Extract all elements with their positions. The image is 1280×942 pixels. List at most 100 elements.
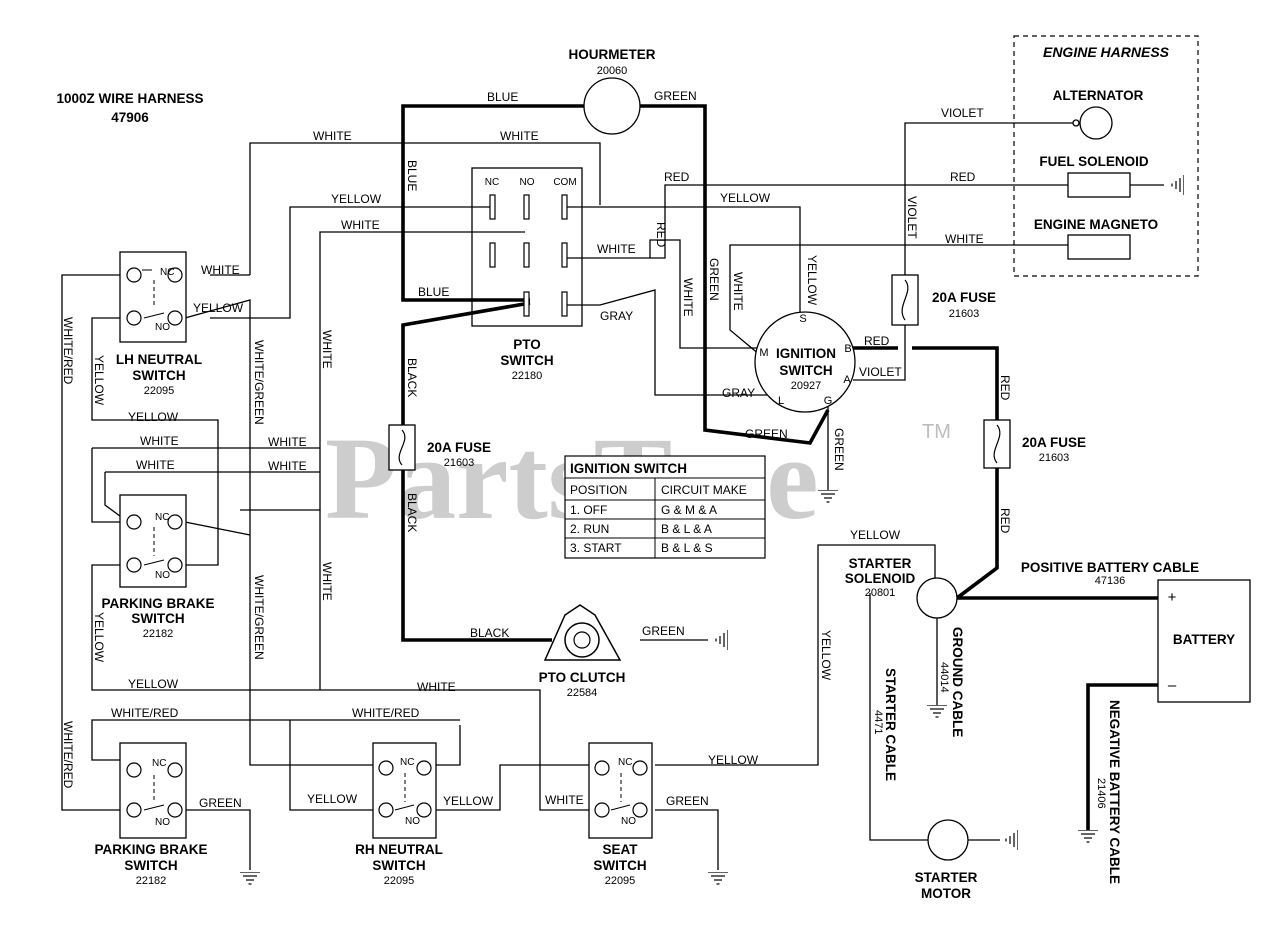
lh-nc: NC <box>160 267 174 278</box>
wire-red-fuse <box>912 346 999 420</box>
wire-label: WHITE <box>320 562 334 601</box>
wire-label: RED <box>664 170 690 184</box>
ign-term-g: G <box>824 395 833 407</box>
wire-black-top <box>401 301 531 425</box>
fuse-bat-element <box>993 424 1001 464</box>
pb1-no: NO <box>155 570 170 581</box>
wire-white-green <box>184 299 461 766</box>
ign-term-a: A <box>843 374 851 386</box>
wire-violet-a <box>853 325 906 381</box>
ignition-label1: IGNITION <box>776 346 836 361</box>
battery-label: BATTERY <box>1173 632 1235 647</box>
rh-label1: RH NEUTRAL <box>355 842 443 857</box>
alternator-terminal <box>1072 119 1080 127</box>
wire-label: WHITE <box>268 459 307 473</box>
wire-label: WHITE/GREEN <box>252 575 266 660</box>
pb1-nc: NC <box>155 512 169 523</box>
table-cell: B & L & S <box>661 541 713 555</box>
wire-yellow-pb <box>91 564 500 691</box>
wire-label: VIOLET <box>941 106 984 120</box>
wire-red-sol <box>955 468 999 600</box>
wire-label: RED <box>998 508 1012 534</box>
ground-symbol-sol <box>927 705 947 718</box>
wire-green-hm <box>640 104 830 445</box>
pto-clutch <box>543 604 622 661</box>
battery-minus: – <box>1168 677 1177 694</box>
wire-label: WHITE/RED <box>111 706 179 720</box>
table-cell: B & L & A <box>661 522 712 536</box>
pto-switch-label2: SWITCH <box>500 353 553 368</box>
table-cell: 3. START <box>570 541 622 555</box>
ign-term-m: M <box>759 347 768 359</box>
rh-neutral-switch <box>372 742 437 839</box>
solenoid-part: 20801 <box>865 587 896 599</box>
lh-no: NO <box>155 322 170 333</box>
wire-label: YELLOW <box>193 301 244 315</box>
hourmeter-part: 20060 <box>597 65 628 77</box>
ground-cable-label: GROUND CABLE <box>950 627 965 737</box>
wire-label: BLACK <box>405 493 419 532</box>
watermark-tm: TM <box>922 421 951 443</box>
wire-label: WHITE <box>681 278 695 317</box>
wire-label: WHITE <box>731 272 745 311</box>
solenoid-label1: STARTER <box>849 556 912 571</box>
ign-term-b: B <box>844 343 851 355</box>
pb2-nc: NC <box>152 758 166 769</box>
rh-part: 22095 <box>384 875 415 887</box>
wire-starter-cable <box>869 593 930 841</box>
wire-label: YELLOW <box>92 355 106 406</box>
wire-red-col <box>650 205 666 259</box>
lh-label1: LH NEUTRAL <box>116 352 202 367</box>
pto-no-label: NO <box>520 177 535 188</box>
wire-label: WHITE <box>201 263 240 277</box>
pto-clutch-label: PTO CLUTCH <box>539 670 626 685</box>
wire-red-fuel <box>664 184 1068 205</box>
wire-label: WHITE <box>268 435 307 449</box>
wire-label: GREEN <box>654 89 697 103</box>
parking-brake-switch-1 <box>119 494 187 588</box>
wire-label: YELLOW <box>819 630 833 681</box>
wire-label: WHITE <box>417 680 456 694</box>
wire-label: WHITE/RED <box>352 706 420 720</box>
solenoid-label2: SOLENOID <box>845 571 916 586</box>
wire-label: YELLOW <box>128 677 179 691</box>
wire-white-pto <box>240 231 525 511</box>
parking-brake-switch-2 <box>119 742 187 839</box>
wire-yellow-ign-s <box>567 206 801 315</box>
thin-wires <box>61 122 1073 870</box>
wire-green-seat <box>655 809 719 870</box>
wire-label: WHITE <box>500 129 539 143</box>
alternator-label: ALTERNATOR <box>1053 88 1144 103</box>
wire-labels: BLUE GREEN WHITE WHITE YELLOW WHITE RED … <box>111 89 984 810</box>
seat-switch <box>588 742 653 839</box>
fuse-pto-part: 21603 <box>444 457 475 469</box>
pto-clutch-part: 22584 <box>567 687 598 699</box>
fuse-bat-part: 21603 <box>1039 452 1070 464</box>
wire-label: GREEN <box>666 794 709 808</box>
wire-label: WHITE/GREEN <box>252 340 266 425</box>
wire-label: YELLOW <box>307 792 358 806</box>
wire-label: WHITE <box>320 330 334 369</box>
fuse-ign-element <box>901 279 909 321</box>
wire-label: WHITE <box>545 793 584 807</box>
wire-label: WHITE <box>140 434 179 448</box>
wire-yellow-rh2 <box>435 764 590 811</box>
wire-label: VIOLET <box>905 196 919 239</box>
pto-nc-label: NC <box>485 177 499 188</box>
neg-cable-part: 21406 <box>1095 778 1107 809</box>
neg-cable-label: NEGATIVE BATTERY CABLE <box>1107 700 1122 884</box>
wire-white-red-left <box>61 274 122 811</box>
wire-label: VIOLET <box>859 365 902 379</box>
ignition-label2: SWITCH <box>779 363 832 378</box>
wire-label: YELLOW <box>850 528 901 542</box>
wire-label: YELLOW <box>331 192 382 206</box>
wire-label: WHITE <box>945 232 984 246</box>
pb2-label2: SWITCH <box>124 858 177 873</box>
wire-label: GREEN <box>199 796 242 810</box>
starter-solenoid <box>916 577 958 619</box>
fuse-ign-part: 21603 <box>949 308 980 320</box>
ground-symbol-ign <box>818 490 838 503</box>
harness-title: 1000Z WIRE HARNESS <box>56 91 203 106</box>
pb2-label1: PARKING BRAKE <box>94 842 207 857</box>
